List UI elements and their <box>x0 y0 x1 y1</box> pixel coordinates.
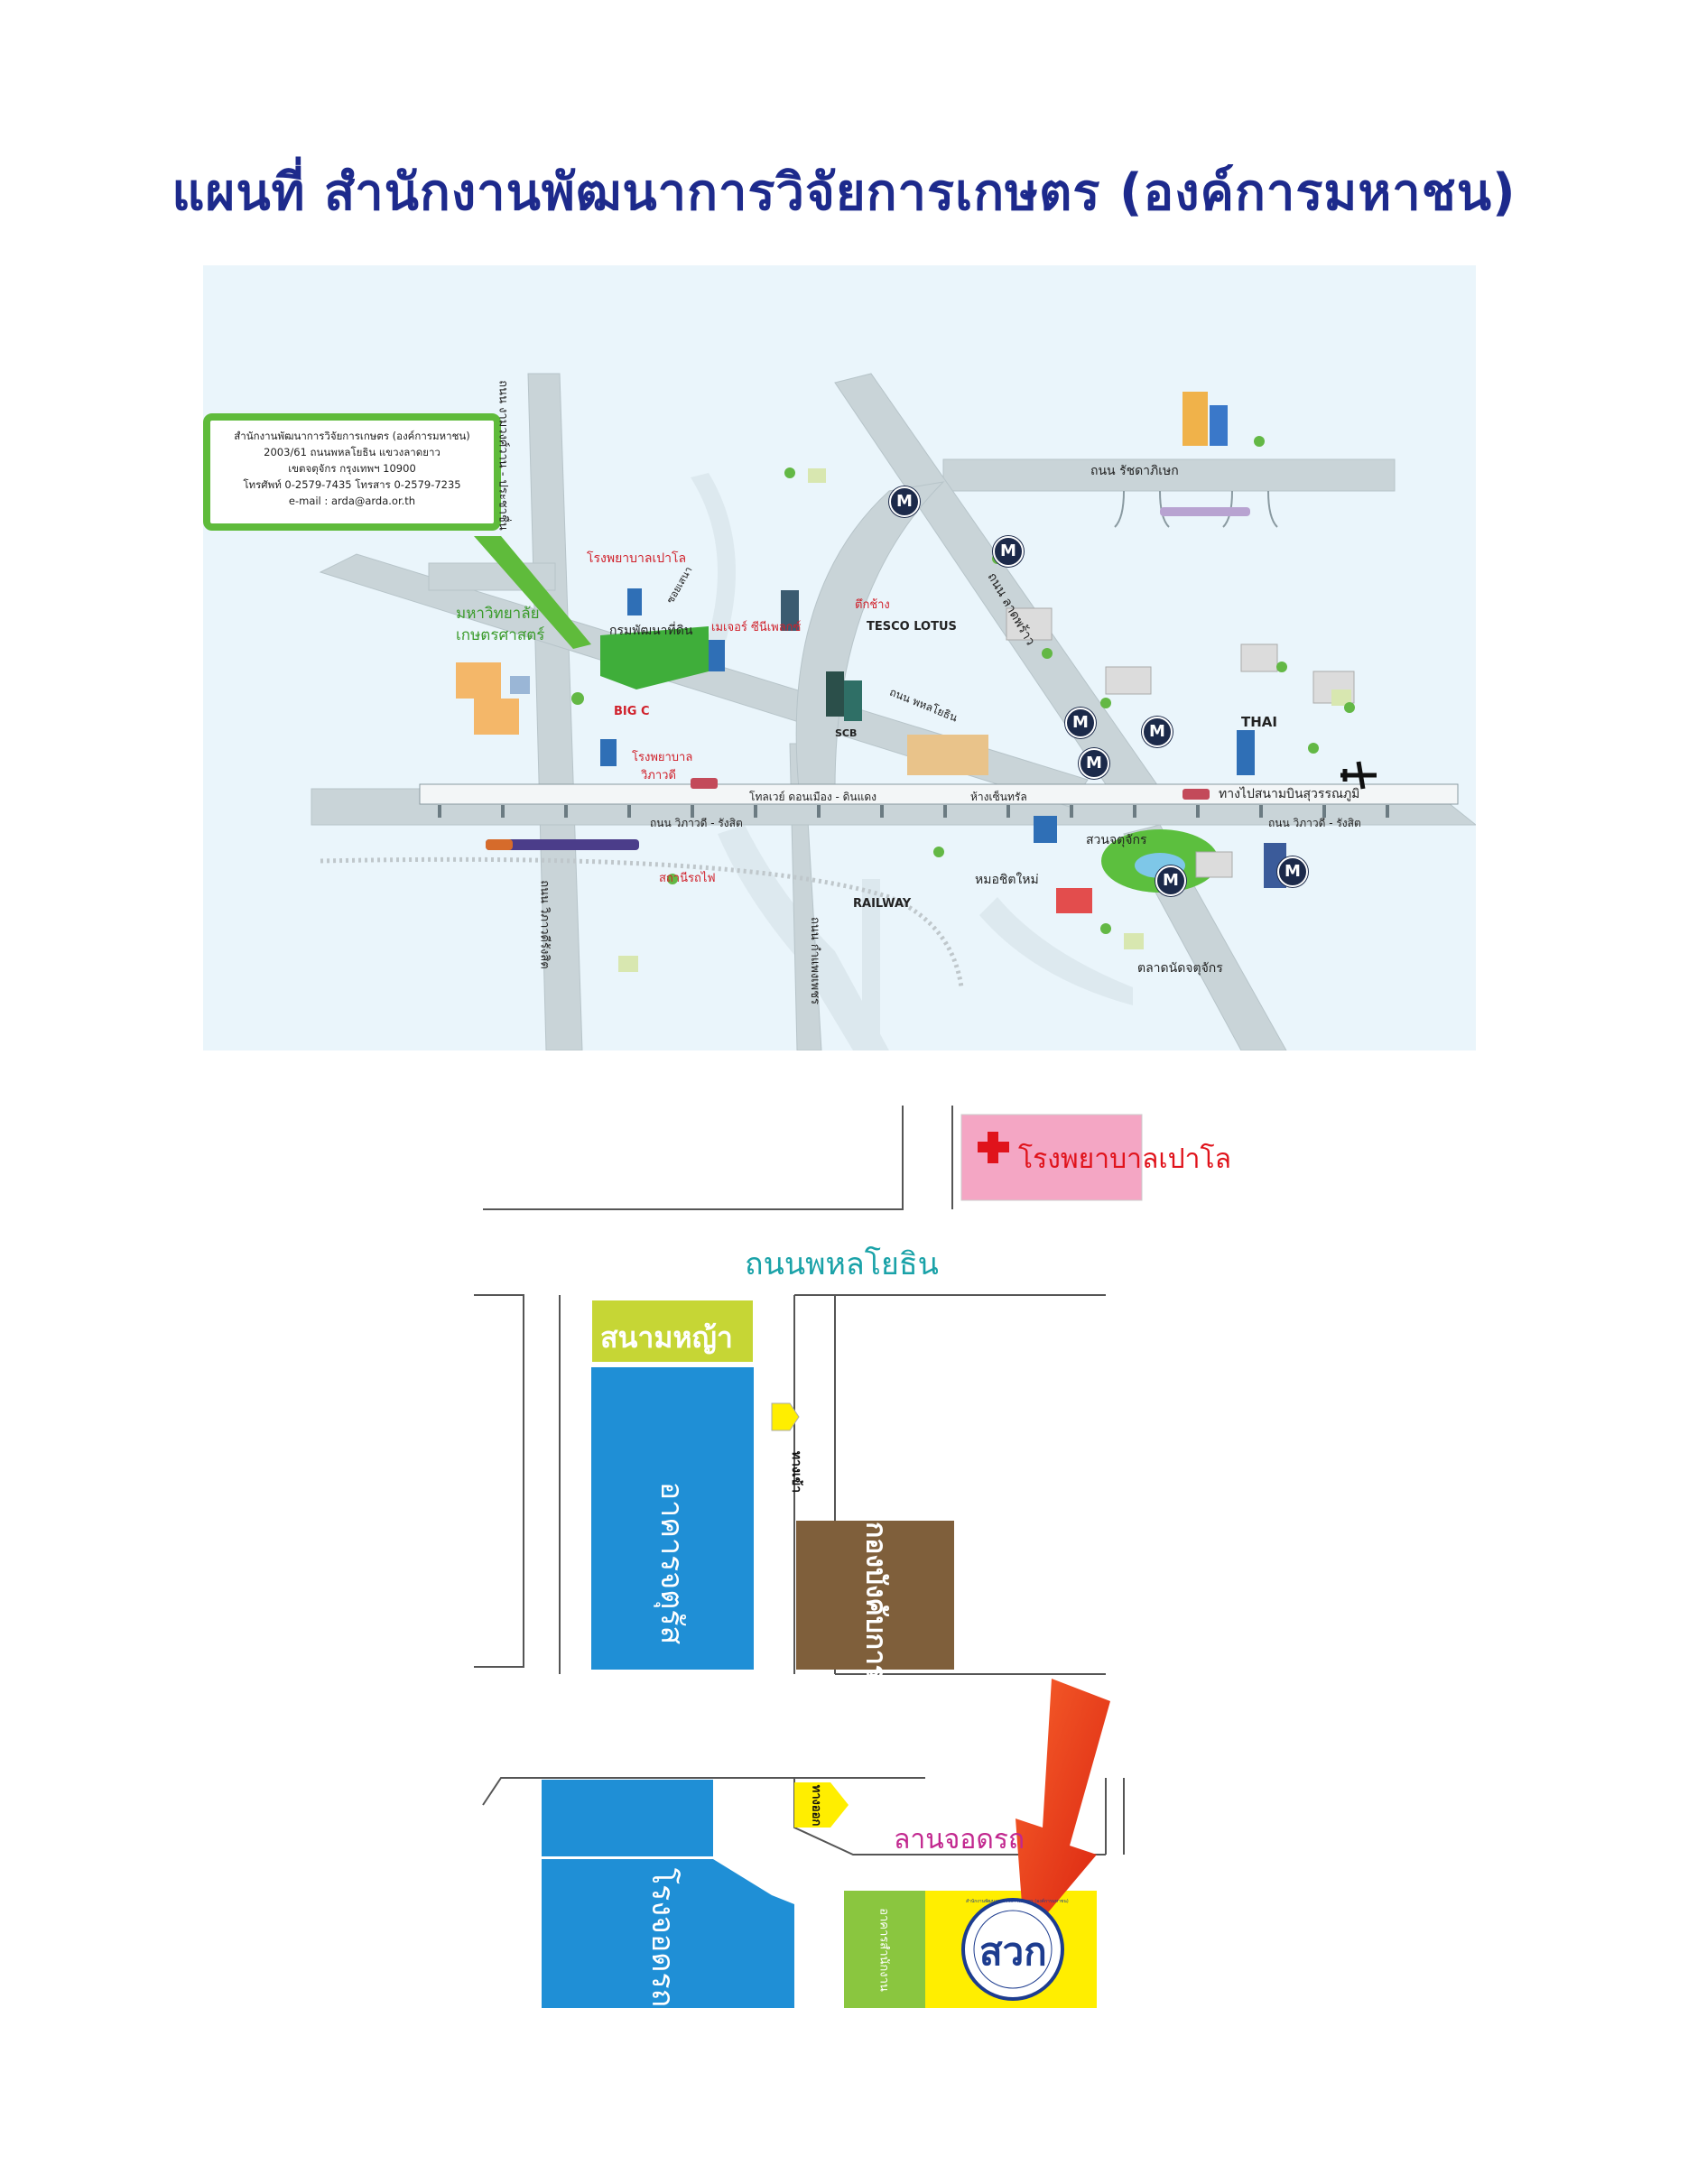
label-vibhavadi-rd-2: ถนน วิภาวดี - รังสิต <box>1268 817 1361 829</box>
label-tesco: TESCO LOTUS <box>867 620 957 634</box>
detail-parking: ลานจอดรถ <box>894 1824 1025 1855</box>
detail-garage: โรงจอดรถ <box>645 1867 681 2008</box>
label-big-c: BIG C <box>614 705 650 718</box>
page-title: แผนที่ สำนักงานพัฒนาการวิจัยการเกษตร (อง… <box>172 163 1516 222</box>
label-vibhavadi-rd-1: ถนน วิภาวดี - รังสิต <box>650 817 743 829</box>
label-mo-chit: หมอชิตใหม่ <box>975 873 1039 887</box>
detail-phahon-rd: ถนนพหลโยธิน <box>745 1246 939 1282</box>
label-station: สถานีรถไฟ <box>659 872 716 885</box>
detail-map: โรงพยาบาลเปาโล ถนนพหลโยธิน สนามหญ้า อาคา… <box>474 1106 1231 2017</box>
label-kamphaeng-phet-rd: ถนน กำแพงเพชร <box>808 916 822 1005</box>
area-map-roads <box>311 373 1476 1050</box>
detail-map-drawing <box>474 1106 1143 2008</box>
info-org-name: สำนักงานพัฒนาการวิจัยการเกษตร (องค์การมห… <box>234 430 470 442</box>
metro-station-icon: M <box>1079 748 1109 779</box>
label-vibhavadi-hospital-1: โรงพยาบาล <box>632 751 693 764</box>
detail-paolo-hospital: โรงพยาบาลเปาโล <box>1018 1143 1231 1175</box>
label-land-dev: กรมพัฒนาที่ดิน <box>609 624 693 638</box>
metro-station-icon: M <box>1155 865 1186 896</box>
label-chatuchak-park: สวนจตุจักร <box>1086 833 1147 847</box>
metro-station-icon: M <box>1277 856 1308 887</box>
arda-logo: สวก <box>979 1930 1047 1974</box>
metro-station-icon: M <box>1142 717 1173 747</box>
label-vibhavadi-left: ถนน วิภาวดีรังสิต <box>537 880 552 969</box>
label-railway: RAILWAY <box>853 897 912 911</box>
address-info-box: สำนักงานพัฒนาการวิจัยการเกษตร (องค์การมห… <box>203 413 501 531</box>
label-to-airport: ทางไปสนามบินสุวรรณภูมิ <box>1219 787 1360 801</box>
info-district: เขตจตุจักร กรุงเทพฯ 10900 <box>288 462 416 475</box>
detail-building-b: อาคารจตุรัส <box>654 1481 690 1645</box>
label-central: ห้างเซ็นทรัล <box>970 791 1027 803</box>
label-tollway: โทลเวย์ ดอนเมือง - ดินแดง <box>749 791 877 803</box>
label-major-cineplex: เมเจอร์ ซีนีเพลกซ์ <box>711 621 802 634</box>
label-paolo-hospital: โรงพยาบาลเปาโล <box>587 551 687 566</box>
label-chatuchak-market: ตลาดนัดจตุจักร <box>1137 961 1223 976</box>
metro-station-icon: M <box>993 536 1024 567</box>
area-map: สำนักงานพัฒนาการวิจัยการเกษตร (องค์การมห… <box>203 265 1476 1050</box>
detail-entrance: ทางเข้า <box>789 1450 803 1494</box>
label-ratchadaphisek-rd: ถนน รัชดาภิเษก <box>1090 464 1179 478</box>
label-tuk-chang: ตึกช้าง <box>855 598 890 612</box>
label-thai: THAI <box>1241 714 1277 730</box>
detail-small-building: อาคารสำนักงาน <box>876 1908 891 1992</box>
detail-royal-office: กองบังคับการ <box>859 1522 892 1680</box>
info-email: e-mail : arda@arda.or.th <box>288 495 416 507</box>
detail-lawn: สนามหญ้า <box>600 1320 733 1355</box>
label-vibhavadi-hospital-2: วิภาวดี <box>641 769 676 782</box>
arda-logo-ring-text: สำนักงานพัฒนาการวิจัยการเกษตร (องค์การมห… <box>966 1899 1069 1904</box>
label-scb: SCB <box>835 727 858 739</box>
info-phone: โทรศัพท์ 0-2579-7435 โทรสาร 0-2579-7235 <box>243 478 461 491</box>
label-kaset-univ-1: มหาวิทยาลัย <box>456 605 540 623</box>
metro-station-icon: M <box>889 486 920 517</box>
label-kaset-univ-2: เกษตรศาสตร์ <box>456 626 545 644</box>
metro-station-icon: M <box>1065 708 1096 738</box>
detail-exit: ทางออก <box>809 1784 823 1827</box>
info-address: 2003/61 ถนนพหลโยธิน แขวงลาดยาว <box>264 446 441 458</box>
label-ngam-wong-wan-rd: ถนน งามวงศ์วาน - ประชาชื่น <box>496 380 510 531</box>
